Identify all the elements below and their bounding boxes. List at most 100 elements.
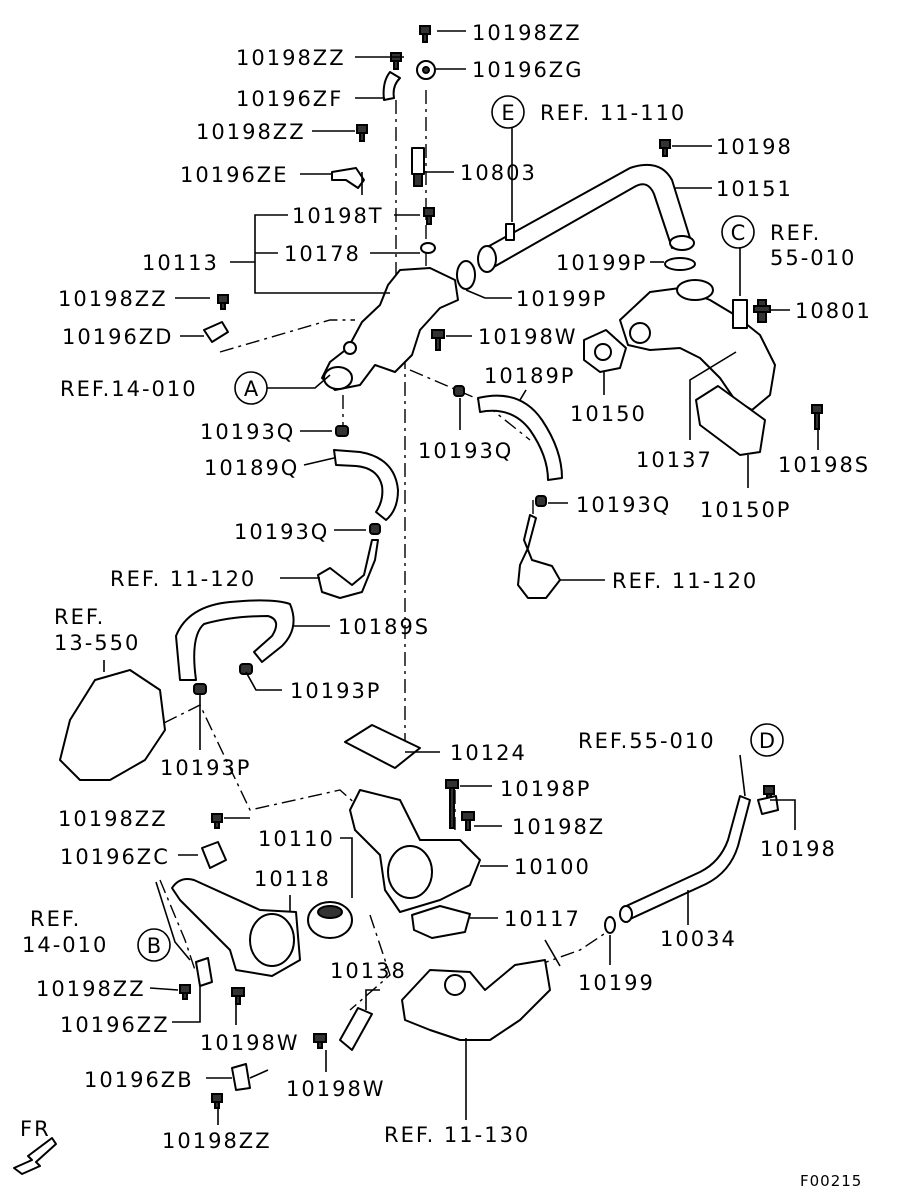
hose-10189p (477, 394, 563, 481)
label-10198p: 10198P (500, 777, 591, 801)
pipe-10034-end (619, 905, 633, 923)
fr-arrow-icon (13, 1137, 57, 1175)
part-labels: 10198ZZ 10198ZZ 10196ZG 10196ZF REF. 11-… (22, 21, 872, 1187)
label-10198zz-a: 10198ZZ (236, 46, 346, 70)
callout-B: B (137, 928, 171, 962)
gasket-10150-hole (594, 343, 612, 361)
bolt-10198t (423, 207, 435, 225)
bolt-10198p (445, 779, 459, 829)
label-10801: 10801 (795, 299, 872, 323)
clamp-10193q-c (369, 523, 381, 535)
label-10150: 10150 (570, 402, 647, 426)
bolt-10198zz-top (419, 25, 431, 43)
bolt-10198zz-c (217, 294, 229, 310)
label-10193p-b: 10193P (160, 756, 251, 780)
label-10189q: 10189Q (204, 456, 299, 480)
label-10196zg: 10196ZG (472, 58, 583, 82)
housing-10113-port (323, 366, 353, 390)
gasket-10178 (420, 242, 436, 254)
pipe-10118-flange (249, 913, 295, 967)
label-10138: 10138 (330, 959, 407, 983)
bolt-10198w-b (231, 987, 245, 1005)
label-fr: FR (20, 1117, 51, 1141)
label-10193p-a: 10193P (290, 679, 381, 703)
label-10198zz-d: 10198ZZ (58, 807, 168, 831)
pump-ref-11-130 (401, 959, 551, 1041)
label-10193q-b: 10193Q (418, 439, 513, 463)
callout-A: A (234, 371, 268, 405)
oring-10199p-b (456, 260, 476, 290)
label-10100: 10100 (514, 855, 591, 879)
label-10198w-a: 10198W (478, 325, 578, 349)
label-10150p: 10150P (700, 498, 791, 522)
bracket-10196zf (382, 71, 401, 101)
pipe-ref-11-120-a (317, 539, 379, 599)
label-10199p-a: 10199P (556, 251, 647, 275)
label-10117: 10117 (504, 907, 581, 931)
label-10198-top: 10198 (716, 135, 793, 159)
inlet-10100-port (387, 845, 433, 899)
oring-10199 (604, 916, 616, 934)
bolt-10198zz-a (390, 52, 402, 70)
label-10198s: 10198S (778, 453, 870, 477)
label-ref-11-110: REF. 11-110 (540, 101, 686, 125)
bracket-10034 (757, 795, 779, 815)
label-10189s: 10189S (338, 615, 430, 639)
label-10198w-b: 10198W (200, 1031, 300, 1055)
svg-text:E: E (501, 101, 514, 125)
pump-ref-11-130-port (444, 974, 466, 996)
label-fig-code: F00215 (800, 1172, 862, 1187)
label-10193q-c: 10193Q (234, 520, 329, 544)
housing-10137-port (629, 322, 651, 344)
label-10189p: 10189P (484, 364, 575, 388)
gasket-10117 (411, 905, 471, 939)
label-10198zz-top: 10198ZZ (472, 21, 582, 45)
label-10178: 10178 (284, 242, 361, 266)
housing-10137-neck (676, 279, 714, 301)
sensor-10803 (411, 147, 425, 187)
pipe-10034 (621, 795, 751, 921)
bolt-10198w-c (313, 1033, 327, 1049)
label-10034: 10034 (660, 927, 737, 951)
label-ref-55-010-top2: 55-010 (770, 246, 856, 270)
oring-10199p-a (664, 257, 696, 271)
label-10198zz-f: 10198ZZ (162, 1129, 272, 1153)
label-10199: 10199 (578, 971, 655, 995)
pipe-10151-end (477, 245, 497, 273)
label-ref-11-130: REF. 11-130 (384, 1123, 530, 1147)
label-10118: 10118 (254, 867, 331, 891)
pipe-10151-nipple (505, 223, 515, 241)
hose-10189s (175, 599, 295, 681)
label-ref-13-550-a: REF. (54, 605, 105, 629)
label-ref-55-010-b: REF.55-010 (578, 729, 716, 753)
bolt-10198w-a (431, 329, 445, 351)
label-10198w-c: 10198W (286, 1077, 386, 1101)
front-direction: FR (13, 1117, 57, 1175)
callout-D: D (750, 723, 784, 757)
clamp-10196zg (416, 60, 436, 80)
label-10110: 10110 (258, 827, 335, 851)
label-10199p-b: 10199P (516, 287, 607, 311)
label-10198-b: 10198 (760, 837, 837, 861)
label-10196zd: 10196ZD (62, 325, 173, 349)
hose-10189q (333, 449, 399, 521)
bolt-10198zz-e (179, 984, 191, 1000)
housing-10137 (619, 287, 776, 411)
bolt-10198zz-f (211, 1093, 223, 1109)
label-10196zb: 10196ZB (84, 1068, 194, 1092)
clamp-10193q-a (335, 425, 349, 437)
label-10196zc: 10196ZC (60, 845, 170, 869)
label-ref-55-010-top: REF. (770, 221, 821, 245)
gasket-10124 (344, 724, 421, 769)
label-10151: 10151 (716, 177, 793, 201)
bolt-10198zz-b (356, 124, 368, 142)
label-10137: 10137 (636, 448, 713, 472)
pipe-10151-end2 (669, 235, 695, 251)
thermostat-10110 (307, 901, 353, 939)
bracket-10196ze (331, 167, 365, 189)
svg-text:D: D (759, 729, 775, 753)
cover-ref-13-550 (59, 669, 166, 781)
bracket-10196zz (195, 957, 213, 987)
svg-text:B: B (147, 934, 161, 958)
label-10196zz: 10196ZZ (60, 1013, 170, 1037)
